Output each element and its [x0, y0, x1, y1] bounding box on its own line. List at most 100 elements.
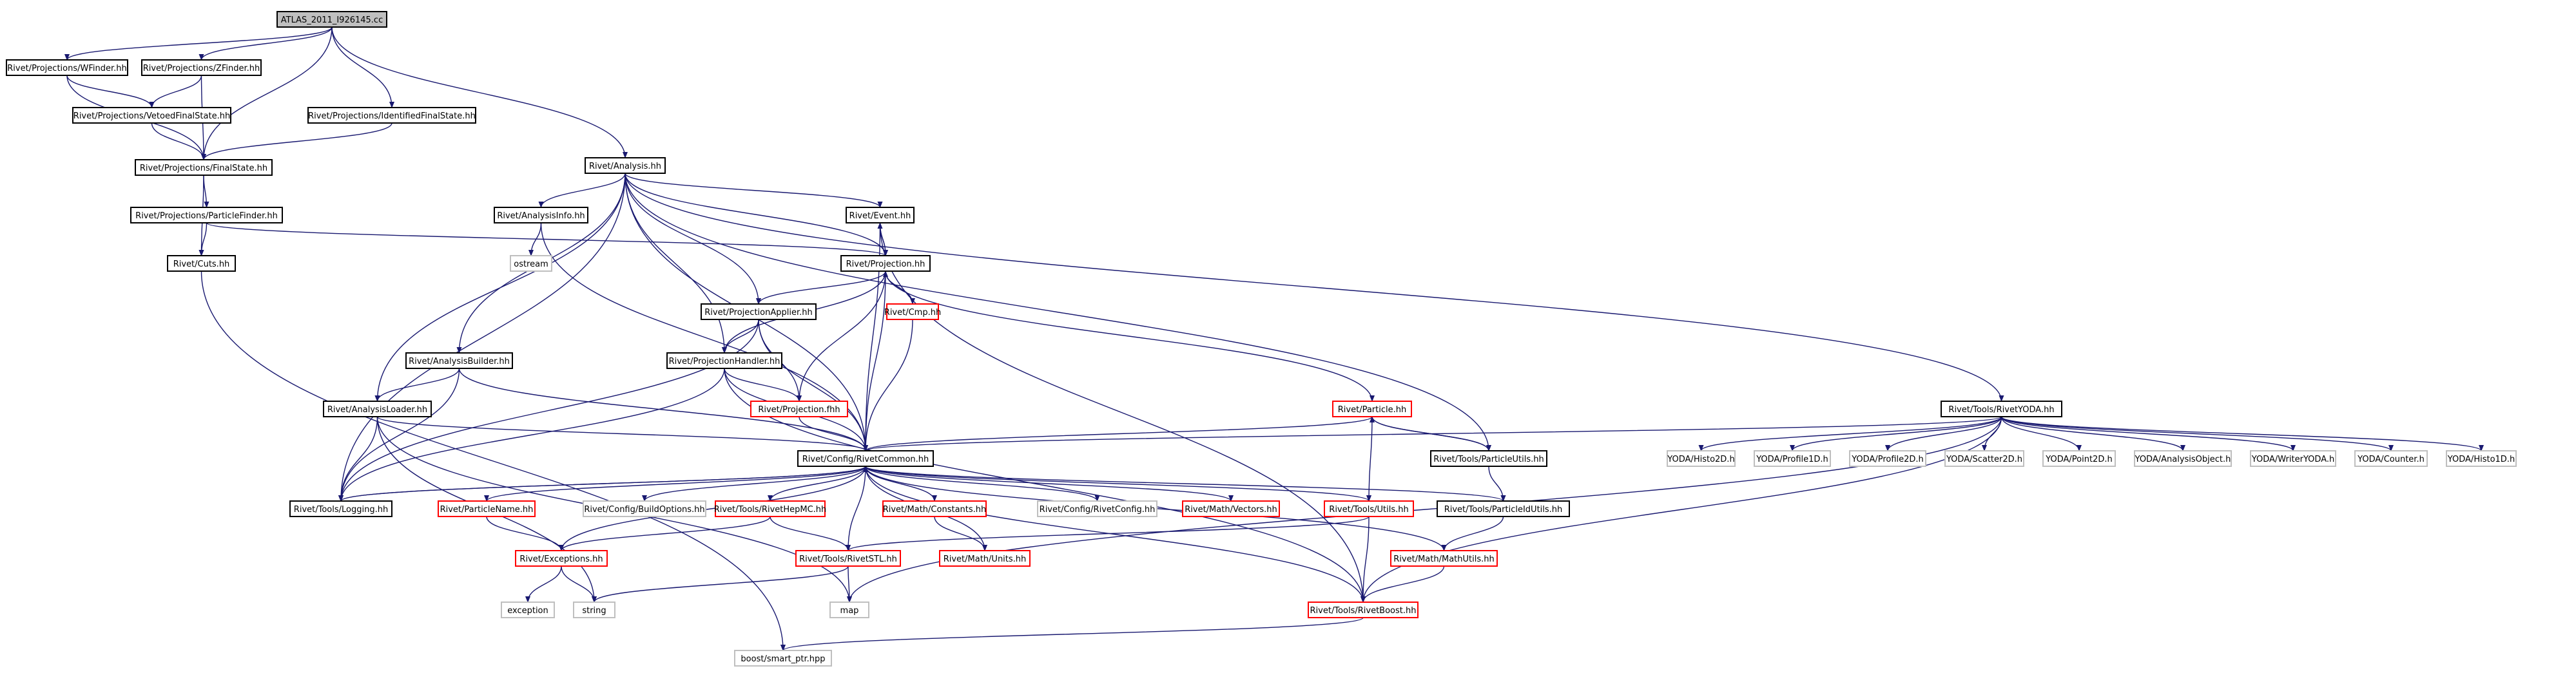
edge-identified-to-finalstate	[201, 122, 392, 160]
node-label: YODA/Point2D.h	[2045, 455, 2112, 464]
node-box	[72, 107, 231, 124]
edge-rivetyoda-to-writeryoda	[2000, 416, 2296, 451]
graph-node-constants[interactable]: Rivet/Math/Constants.hh	[882, 500, 987, 517]
node-label: YODA/Profile1D.h	[1756, 455, 1828, 464]
graph-node-rivethepmc[interactable]: Rivet/Tools/RivetHepMC.hh	[714, 500, 827, 517]
node-box	[405, 352, 513, 369]
graph-node-zfinder[interactable]: Rivet/Projections/ZFinder.hh	[141, 59, 262, 76]
graph-node-cuts[interactable]: Rivet/Cuts.hh	[167, 255, 236, 272]
graph-node-map: map	[829, 602, 869, 618]
node-box	[2250, 450, 2336, 467]
node-label: Rivet/Cuts.hh	[173, 260, 230, 269]
edge-rivethepmc-to-exceptions	[559, 516, 771, 551]
node-box	[734, 650, 832, 667]
edge-projection-to-projectionfhh	[797, 270, 886, 402]
edge-analysisbuilder-to-logging	[338, 368, 460, 502]
graph-node-wfinder[interactable]: Rivet/Projections/WFinder.hh	[6, 59, 128, 76]
graph-node-particlefinder[interactable]: Rivet/Projections/ParticleFinder.hh	[130, 207, 283, 223]
graph-node-projhandler[interactable]: Rivet/ProjectionHandler.hh	[666, 352, 782, 369]
graph-node-vetoed[interactable]: Rivet/Projections/VetoedFinalState.hh	[72, 107, 231, 124]
node-label: string	[582, 606, 606, 616]
edge-particleidutils-to-mathutils	[1441, 516, 1504, 551]
graph-node-particle[interactable]: Rivet/Particle.hh	[1332, 401, 1412, 417]
node-layer: ATLAS_2011_I926145.ccRivet/Projections/W…	[6, 11, 2517, 667]
graph-node-mathutils[interactable]: Rivet/Math/MathUtils.hh	[1390, 550, 1498, 567]
graph-node-projection[interactable]: Rivet/Projection.hh	[840, 255, 931, 272]
graph-node-rivetconfig: Rivet/Config/RivetConfig.hh	[1037, 500, 1157, 517]
graph-node-rivetstl[interactable]: Rivet/Tools/RivetSTL.hh	[795, 550, 901, 567]
node-label: Rivet/Tools/Logging.hh	[294, 505, 388, 515]
edge-rivetcommon-to-rivetstl	[846, 466, 866, 551]
edge-projection-to-rivetcommon	[863, 270, 886, 451]
node-box	[882, 500, 987, 517]
node-label: Rivet/Tools/ParticleUtils.hh	[1433, 455, 1544, 464]
edge-projectionfhh-to-rivetcommon	[799, 416, 868, 451]
node-box	[573, 602, 615, 618]
node-label: Rivet/Config/RivetConfig.hh	[1040, 505, 1156, 515]
node-box	[1324, 500, 1414, 517]
node-label: ostream	[514, 260, 548, 269]
graph-node-rivetboost[interactable]: Rivet/Tools/RivetBoost.hh	[1308, 602, 1419, 618]
graph-node-vectors[interactable]: Rivet/Math/Vectors.hh	[1182, 500, 1280, 517]
edge-particlefinder-to-projection	[206, 222, 888, 256]
edge-particle-to-utils	[1366, 416, 1373, 502]
node-box	[2354, 450, 2428, 467]
edge-mathutils-to-rivetboost	[1361, 565, 1445, 603]
node-label: Rivet/Projection.fhh	[758, 405, 840, 415]
graph-node-projectionfhh[interactable]: Rivet/Projection.fhh	[750, 401, 848, 417]
graph-node-identified[interactable]: Rivet/Projections/IdentifiedFinalState.h…	[307, 107, 476, 124]
graph-node-particlename[interactable]: Rivet/ParticleName.hh	[438, 500, 536, 517]
graph-node-analysisloader[interactable]: Rivet/AnalysisLoader.hh	[323, 401, 432, 417]
graph-node-root[interactable]: ATLAS_2011_I926145.cc	[276, 11, 387, 28]
node-box	[750, 401, 848, 417]
node-box	[701, 303, 817, 320]
node-label: ATLAS_2011_I926145.cc	[281, 15, 383, 25]
graph-node-particleidutils[interactable]: Rivet/Tools/ParticleIdUtils.hh	[1437, 500, 1570, 517]
node-label: Rivet/Projections/FinalState.hh	[140, 164, 267, 173]
edge-projection-to-event	[877, 222, 886, 256]
edge-projection-to-particle	[885, 270, 1375, 402]
node-label: Rivet/Tools/ParticleIdUtils.hh	[1444, 505, 1563, 515]
graph-node-projapplier[interactable]: Rivet/ProjectionApplier.hh	[701, 303, 817, 320]
graph-node-finalstate[interactable]: Rivet/Projections/FinalState.hh	[135, 159, 273, 176]
node-label: Rivet/AnalysisBuilder.hh	[409, 357, 510, 366]
edge-exceptions-to-string	[561, 565, 597, 603]
graph-node-exception: exception	[501, 602, 555, 618]
edge-rivetyoda-to-histo1d	[2000, 416, 2484, 451]
node-box	[438, 500, 536, 517]
edge-analysisloader-to-rivetcommon	[376, 416, 868, 451]
node-label: Rivet/Math/Units.hh	[944, 555, 1027, 564]
edge-rivetstl-to-map	[846, 565, 852, 603]
edge-projapplier-to-rivetcommon	[758, 319, 868, 451]
graph-node-particleutils[interactable]: Rivet/Tools/ParticleUtils.hh	[1430, 450, 1547, 467]
edge-projapplier-to-projhandler	[722, 319, 759, 354]
node-box	[840, 255, 931, 272]
node-label: boost/smart_ptr.hpp	[741, 654, 825, 664]
graph-node-cmp[interactable]: Rivet/Cmp.hh	[884, 303, 941, 320]
node-label: Rivet/Projections/VetoedFinalState.hh	[73, 111, 230, 121]
edge-zfinder-to-vetoed	[149, 75, 202, 108]
node-box	[1941, 401, 2062, 417]
edge-analysis-to-particleutils	[625, 173, 1491, 451]
graph-node-exceptions[interactable]: Rivet/Exceptions.hh	[515, 550, 608, 567]
node-box	[2446, 450, 2517, 467]
edge-analysis-to-logging	[338, 173, 626, 502]
graph-node-analysisinfo[interactable]: Rivet/AnalysisInfo.hh	[494, 207, 588, 223]
graph-node-logging[interactable]: Rivet/Tools/Logging.hh	[289, 500, 392, 517]
graph-node-analysis[interactable]: Rivet/Analysis.hh	[585, 157, 666, 174]
node-box	[795, 550, 901, 567]
node-label: Rivet/ProjectionApplier.hh	[704, 308, 812, 318]
graph-node-utils[interactable]: Rivet/Tools/Utils.hh	[1324, 500, 1414, 517]
graph-node-rivetyoda[interactable]: Rivet/Tools/RivetYODA.hh	[1941, 401, 2062, 417]
edge-root-to-finalstate	[201, 26, 333, 160]
edge-particlefinder-to-cuts	[199, 222, 208, 256]
graph-node-rivetcommon[interactable]: Rivet/Config/RivetCommon.hh	[797, 450, 934, 467]
node-box	[1332, 401, 1412, 417]
node-box	[2134, 450, 2232, 467]
node-label: YODA/Scatter2D.h	[1946, 455, 2022, 464]
graph-node-analysisbuilder[interactable]: Rivet/AnalysisBuilder.hh	[405, 352, 513, 369]
graph-node-event[interactable]: Rivet/Event.hh	[846, 207, 915, 223]
edge-logging-to-rivetcommon	[340, 466, 868, 502]
edge-rivetyoda-to-point2d	[2000, 416, 2082, 451]
graph-node-units[interactable]: Rivet/Math/Units.hh	[939, 550, 1031, 567]
